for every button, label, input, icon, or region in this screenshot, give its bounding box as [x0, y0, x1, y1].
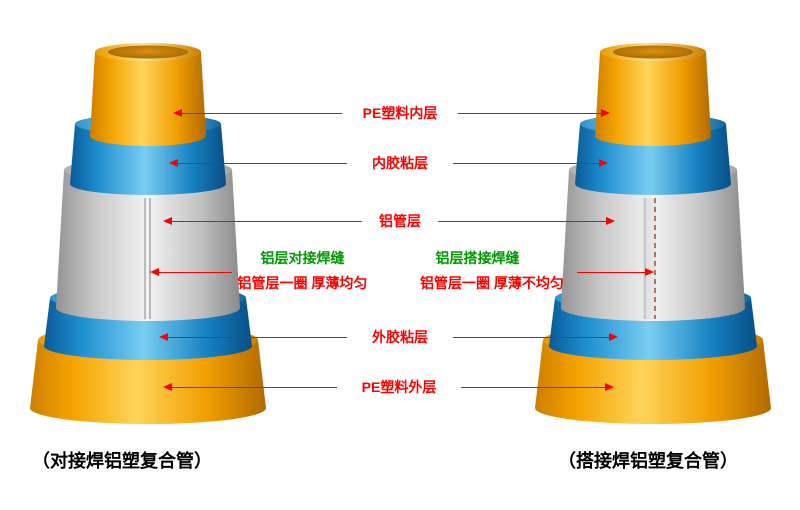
butt-weld-seam	[144, 198, 151, 319]
label-outer-adhesive-layer: 外胶粘层	[372, 329, 428, 345]
label-lap-weld-seam-note: 铝管层一圈 厚薄不均匀	[420, 275, 564, 291]
arrow-outer-adhesive-right	[453, 333, 618, 341]
arrow-pe-inner-right	[458, 109, 610, 117]
label-pe-outer-layer: PE塑料外层	[361, 379, 437, 395]
arrow-outer-adhesive-left	[159, 333, 347, 341]
label-lap-weld-seam-title: 铝层搭接焊缝	[435, 250, 520, 266]
lap-weld-seam	[643, 198, 656, 319]
caption-lap-weld-pipe: （搭接焊铝塑复合管）	[558, 451, 738, 471]
lap-weld-pipe-illustration	[535, 43, 771, 424]
pipe-bore	[613, 45, 693, 59]
pipe-bore	[108, 45, 188, 59]
label-butt-weld-seam-title: 铝层对接焊缝	[260, 250, 345, 266]
arrow-pe-outer-right	[461, 383, 614, 391]
butt-weld-pipe-illustration	[30, 43, 266, 424]
arrow-lap-weld-seam	[577, 268, 654, 276]
arrow-pe-outer-left	[163, 383, 337, 391]
label-butt-weld-seam-note: 铝管层一圈 厚薄均匀	[237, 275, 368, 291]
arrow-pe-inner-left	[173, 109, 342, 117]
arrow-aluminum-left	[163, 217, 362, 225]
arrow-aluminum-right	[438, 217, 615, 225]
pe-inner-layer-shape	[90, 43, 206, 146]
label-pe-inner-layer: PE塑料内层	[362, 105, 438, 121]
label-inner-adhesive-layer: 内胶粘层	[372, 155, 428, 171]
arrow-inner-adhesive-right	[453, 159, 608, 167]
arrow-butt-weld-seam	[150, 268, 232, 276]
caption-butt-weld-pipe: （对接焊铝塑复合管）	[32, 451, 212, 471]
arrow-inner-adhesive-left	[169, 159, 347, 167]
label-aluminum-layer: 铝管层	[379, 213, 421, 229]
pe-inner-layer-shape	[595, 43, 711, 146]
